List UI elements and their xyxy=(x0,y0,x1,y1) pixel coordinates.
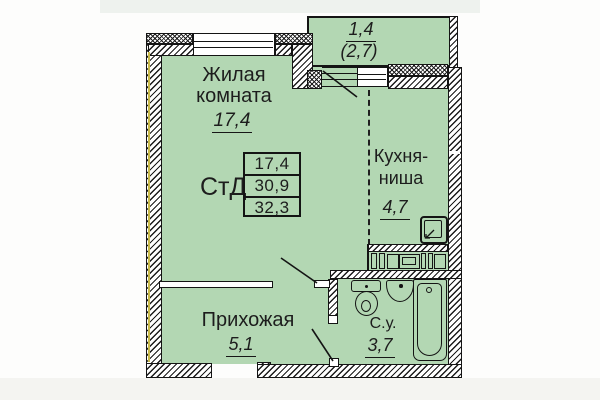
wall-right xyxy=(448,67,462,378)
sill-line xyxy=(322,79,357,81)
balcony-area-coefficient: (2,7) xyxy=(340,41,378,61)
balcony-door-sill xyxy=(322,67,357,87)
door-bathroom-stub xyxy=(329,358,339,367)
stamp-area-table: 17,4 30,9 32,3 xyxy=(243,152,301,217)
wall-top-left-outer xyxy=(146,33,193,44)
balcony-right-wall xyxy=(449,16,458,69)
kitchen-fixture xyxy=(371,253,377,269)
hallway-area: 5,1 xyxy=(220,334,262,357)
kitchen-fixture xyxy=(421,253,426,269)
bathroom-label: С.у. xyxy=(369,315,397,332)
wall-left-insulation-stripe xyxy=(147,52,150,362)
toilet-bowl-inner xyxy=(361,300,371,312)
stamp-area-without-balcony: 30,9 xyxy=(245,176,299,198)
hallway-label: Прихожая xyxy=(201,309,295,331)
door-living-stub xyxy=(314,280,330,288)
kitchen-sink xyxy=(399,254,420,269)
wall-under-balcony-inner xyxy=(388,76,448,89)
window-glazing-line xyxy=(358,79,386,81)
bathtub-drain xyxy=(426,287,432,293)
partition-hallway xyxy=(159,281,273,288)
kitchen-counter-edge xyxy=(367,244,369,271)
bathtub-inner xyxy=(417,283,442,356)
background-top-strip xyxy=(100,0,480,13)
stamp-type-label: СтД xyxy=(200,173,247,201)
stove xyxy=(420,216,448,244)
wall-bathroom-top xyxy=(330,270,462,279)
kitchen-fixture xyxy=(387,254,399,269)
stamp-living-area: 17,4 xyxy=(245,154,299,176)
balcony-area xyxy=(307,16,449,67)
window-glazing-line xyxy=(194,47,273,49)
wall-bottom-right xyxy=(257,364,462,378)
window-living-room xyxy=(193,33,275,56)
sill-line xyxy=(322,73,357,75)
kitchen-fixture xyxy=(379,253,385,269)
toilet-tank-button xyxy=(365,285,368,288)
kitchen-area: 4,7 xyxy=(376,197,414,220)
toilet-bowl xyxy=(355,291,378,316)
window-glazing-line xyxy=(194,41,273,43)
living-room-floor xyxy=(160,54,313,364)
kitchen-label: Кухня-ниша xyxy=(373,146,429,188)
kitchen-fixture xyxy=(428,253,433,269)
stove-inner xyxy=(424,220,442,238)
wall-top-right-inner xyxy=(275,44,292,56)
stamp-total-area: 32,3 xyxy=(254,198,290,217)
living-room-label: Жилая комната xyxy=(196,64,272,107)
wall-bottom-left xyxy=(146,363,212,378)
window-glazing-line xyxy=(358,74,386,76)
kitchen-zone-dashed-divider xyxy=(368,90,370,245)
background-bottom-strip xyxy=(0,378,600,400)
wall-right-joint xyxy=(449,151,460,154)
kitchen-fixture xyxy=(434,254,446,269)
sink-faucet-dot xyxy=(399,284,403,288)
balcony-area: 1,4 xyxy=(340,19,382,42)
wall-top-left-inner xyxy=(148,44,197,56)
wall-top-right-outer xyxy=(275,33,313,44)
wall-bathroom-left-cap xyxy=(328,315,338,324)
living-room-area: 17,4 xyxy=(211,110,253,133)
wall-column-insulated-corner xyxy=(307,70,322,89)
window-kitchen xyxy=(357,67,388,87)
bathroom-area: 3,7 xyxy=(360,335,400,358)
kitchen-counter-back xyxy=(367,244,448,252)
bathtub xyxy=(413,279,447,361)
kitchen-sink-basin xyxy=(402,257,416,265)
wall-under-balcony-outer xyxy=(388,64,448,76)
